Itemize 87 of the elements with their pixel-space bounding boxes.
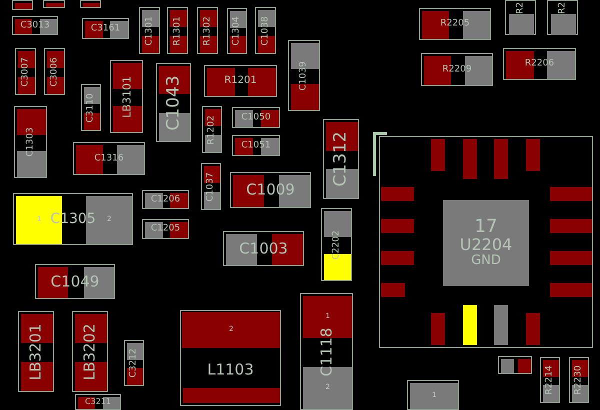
- reference-designator: C3211: [85, 398, 111, 406]
- component-footprint: [232, 135, 280, 156]
- reference-designator: C1049: [50, 274, 100, 289]
- reference-designator: R2214: [546, 365, 554, 395]
- component-footprint: [201, 163, 221, 210]
- component-footprint: [498, 356, 532, 374]
- component-footprint: [124, 340, 144, 386]
- component-footprint: [15, 48, 36, 95]
- reference-designator: C2202: [332, 230, 341, 260]
- component-footprint: [421, 53, 493, 86]
- reference-designator: R2230: [574, 365, 584, 395]
- component-footprint: [167, 7, 188, 54]
- component-footprint: [223, 231, 304, 266]
- reference-designator: LB3202: [82, 323, 98, 380]
- reference-designator: L1103: [207, 362, 254, 378]
- reference-designator: C3110: [86, 92, 96, 122]
- component-footprint: [569, 357, 589, 403]
- reference-designator: C3013: [20, 21, 50, 30]
- reference-designator: C1043: [165, 74, 182, 130]
- component-footprint: [547, 0, 578, 35]
- component-footprint: [75, 394, 121, 410]
- component-footprint: [323, 119, 359, 199]
- component-footprint: [505, 0, 536, 35]
- reference-designator: C1205: [150, 224, 180, 234]
- reference-designator: R2206: [524, 60, 554, 68]
- component-footprint: [419, 8, 491, 40]
- component-footprint: [232, 107, 280, 128]
- component-footprint: [44, 48, 65, 95]
- reference-designator: C1038: [261, 16, 270, 46]
- reference-designator: C3161: [90, 24, 120, 33]
- component-footprint: [503, 48, 576, 80]
- component-footprint: [255, 7, 276, 54]
- component-footprint: [202, 106, 222, 153]
- reference-designator: C3007: [21, 56, 30, 86]
- reference-designator: C1051: [241, 141, 271, 150]
- reference-designator: C1304: [232, 16, 242, 46]
- component-footprint: [139, 7, 160, 54]
- component-footprint: [110, 60, 143, 133]
- component-footprint: [156, 63, 191, 142]
- component-footprint: [81, 84, 101, 131]
- component-footprint: [82, 18, 129, 39]
- reference-designator: C1303: [26, 127, 35, 157]
- component-footprint: [180, 310, 281, 406]
- component-footprint: [300, 293, 353, 410]
- component-footprint: [230, 172, 311, 208]
- component-footprint: [321, 208, 352, 281]
- component-footprint: [142, 190, 189, 209]
- pad-label: GND: [471, 254, 501, 268]
- component-footprint: [14, 106, 47, 178]
- reference-designator: C3006: [50, 56, 59, 86]
- component-footprint: [72, 311, 108, 392]
- reference-designator: LB3101: [121, 76, 132, 118]
- component-footprint: [35, 264, 115, 299]
- reference-designator: C1118: [319, 327, 334, 376]
- component-footprint: [43, 0, 65, 8]
- reference-designator: U2204: [460, 237, 512, 254]
- reference-designator: C1316: [94, 154, 124, 163]
- component-footprint: [80, 0, 101, 8]
- reference-designator: C1301: [145, 16, 154, 46]
- component-footprint: [12, 16, 58, 35]
- reference-designator: R2: [516, 2, 525, 14]
- reference-designator: C3212: [130, 348, 138, 378]
- component-footprint: [13, 193, 133, 245]
- reference-designator: R1202: [208, 114, 216, 144]
- reference-designator: C1050: [241, 113, 271, 122]
- component-footprint: [197, 7, 218, 54]
- reference-designator: C1037: [206, 172, 216, 202]
- reference-designator: C1009: [246, 182, 295, 198]
- component-footprint: [540, 357, 560, 403]
- pad-label: 17: [474, 218, 498, 238]
- reference-designator: C1039: [300, 60, 308, 90]
- solder-pad: [183, 388, 280, 403]
- component-footprint: [204, 65, 277, 97]
- reference-designator: C1206: [150, 195, 180, 204]
- component-footprint: [12, 0, 33, 10]
- component-footprint: [288, 40, 320, 111]
- component-footprint: [142, 219, 189, 239]
- ic-footprint: [379, 136, 593, 348]
- reference-designator: C1003: [239, 241, 288, 256]
- component-footprint: [73, 142, 145, 175]
- reference-designator: LB3201: [28, 323, 44, 380]
- reference-designator: R1302: [203, 16, 212, 46]
- reference-designator: C1312: [332, 131, 350, 187]
- reference-designator: R2: [558, 2, 567, 14]
- reference-designator: R1301: [173, 16, 182, 46]
- component-footprint: [18, 311, 54, 392]
- component-footprint: [227, 8, 247, 54]
